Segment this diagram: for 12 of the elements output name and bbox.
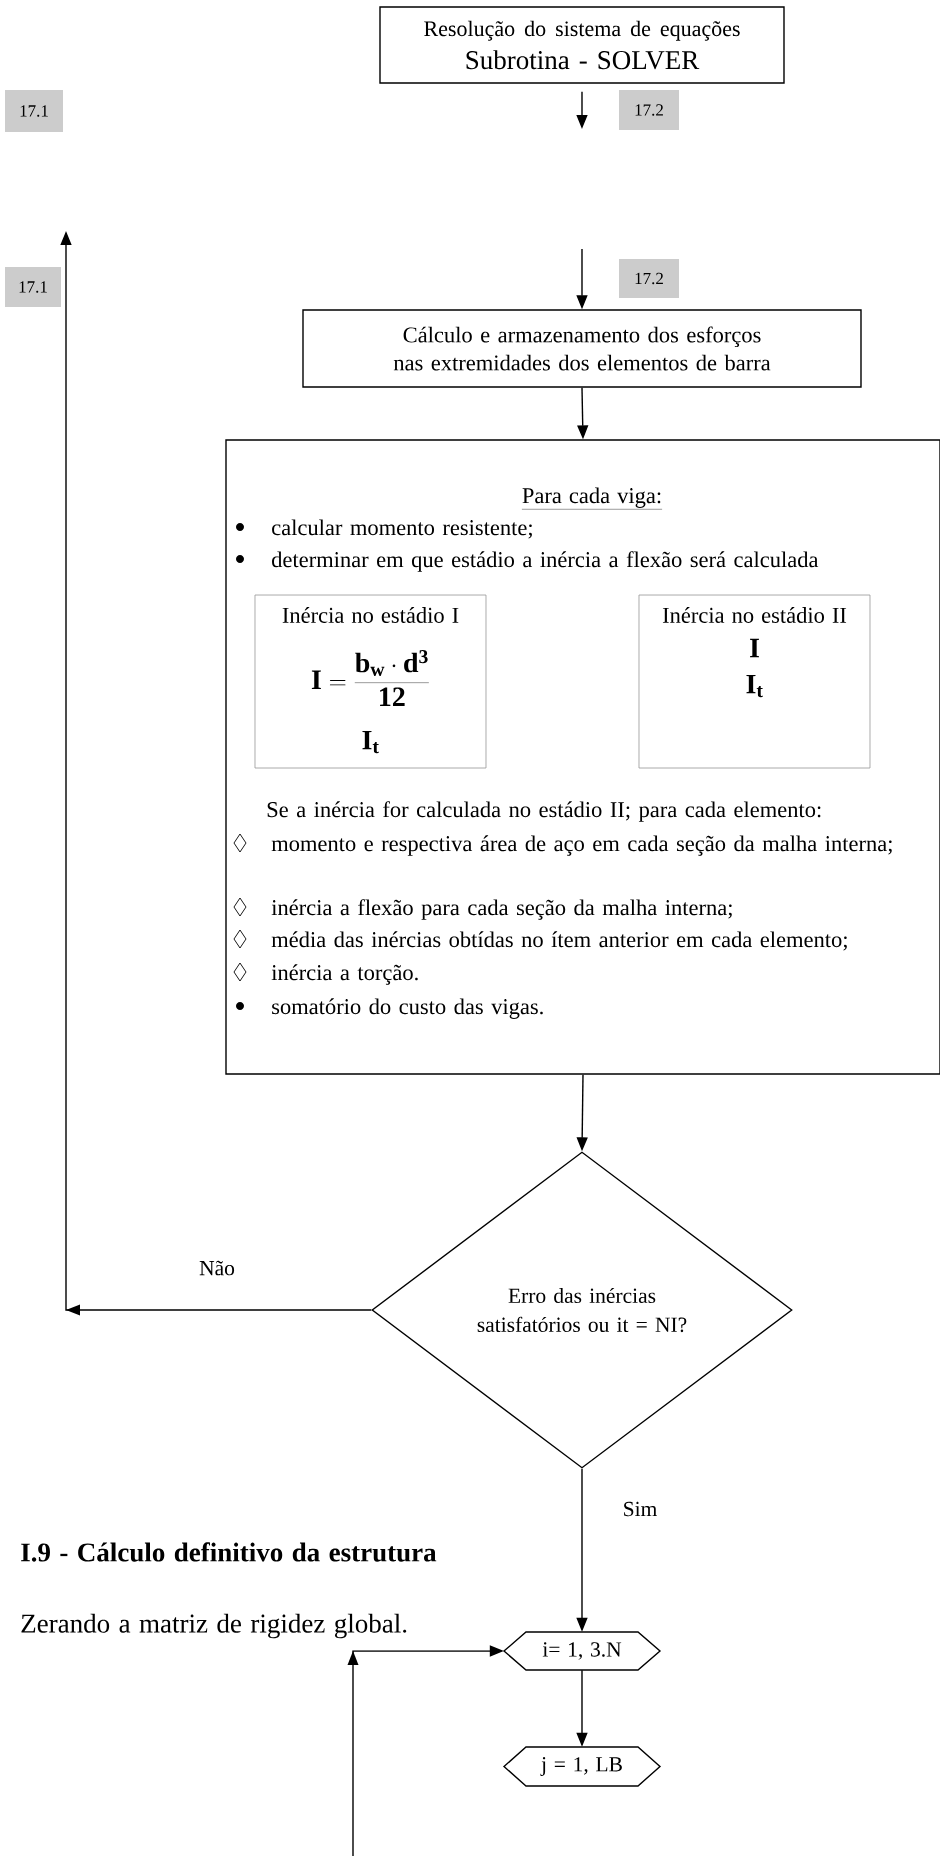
body-text: Zerando a matriz de rigidez global.	[21, 1613, 407, 1639]
section-heading: I.9 - Cálculo definitivo da estrutura	[21, 1542, 437, 1562]
connector-tag: 17.1	[5, 267, 61, 307]
connector-tag: 17.2	[619, 259, 679, 298]
connector-tag: 17.1	[5, 90, 63, 132]
process-box: Cálculo e armazenamento dos esforços nas extremidades dos elementos de barra	[302, 309, 862, 388]
formula-box: Inércia no estádio I $\mathbf{I}=\frac{\mathbf{b}_{\mathbf{w}}\cdot\mathbf{d}^{\mathbf{3}}}{\mathbf{12}}$ $\mathbf{I}_{\mathbf{t}}$	[254, 594, 487, 769]
formula-box: Inércia no estádio II $\mathbf{I}$ $\mathbf{I}_{\mathbf{t}}$	[638, 594, 871, 769]
edge-label: Sim	[621, 1500, 659, 1518]
process-box: Resolução do sistema de equações Subrotina - SOLVER	[379, 6, 785, 84]
connector-tag: 17.2	[619, 90, 679, 130]
edge-label: Não	[198, 1259, 236, 1277]
